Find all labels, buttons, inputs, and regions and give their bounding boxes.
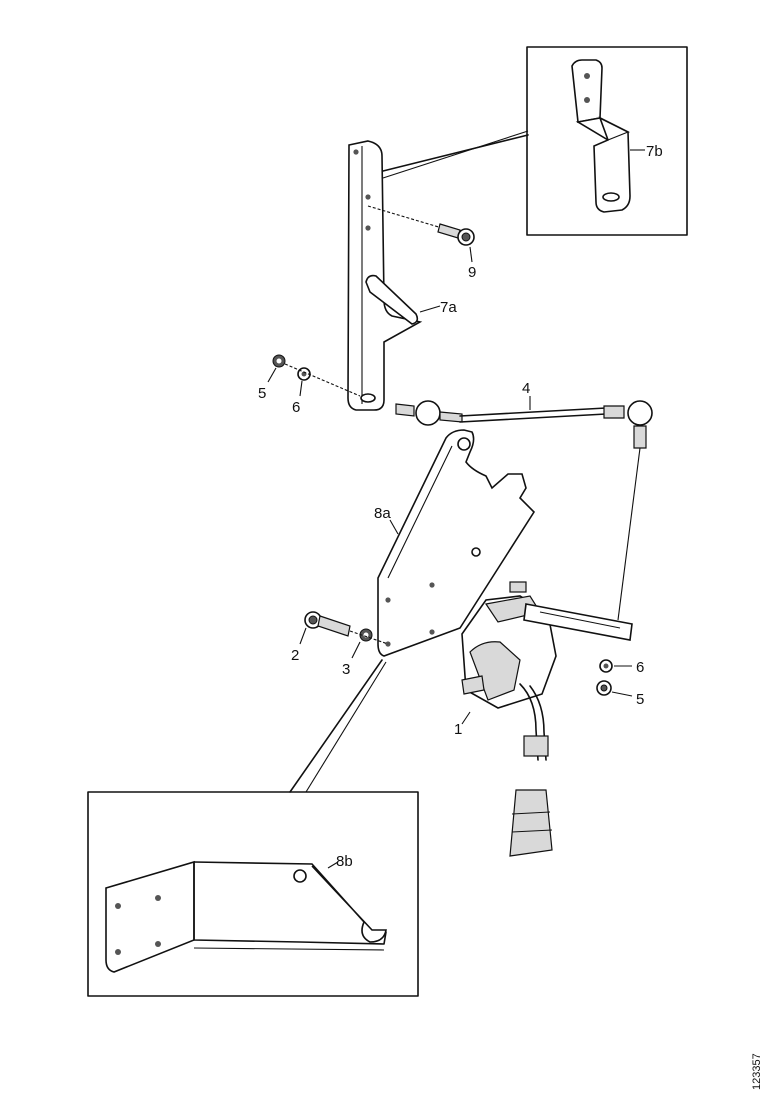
figure-reference-number: 123357 — [751, 1053, 763, 1090]
callout-7b: 7b — [646, 143, 663, 160]
callout-6-lower: 6 — [636, 659, 644, 676]
sensor-cable — [519, 683, 539, 761]
callout-5-upper: 5 — [258, 385, 266, 402]
bolt-2 — [304, 611, 351, 637]
sensor-arm — [523, 603, 633, 641]
callout-9: 9 — [468, 264, 476, 281]
inset-7b-frame — [526, 46, 688, 236]
inset-8b-connector — [289, 659, 383, 793]
bracket-7a — [347, 140, 423, 411]
leader-3 — [351, 641, 361, 659]
nut-5-upper — [272, 354, 286, 368]
level-sensor-1 — [461, 581, 633, 857]
inset-7b: 7b — [382, 46, 688, 236]
leader-5-lower — [611, 691, 633, 697]
callout-2: 2 — [291, 647, 299, 664]
bolt-9 — [367, 205, 475, 246]
link-rod-4 — [395, 400, 653, 621]
callout-5-lower: 5 — [636, 691, 644, 708]
leader-5-upper — [267, 367, 277, 383]
leader-6-upper — [299, 380, 303, 397]
inset-7b-connector — [382, 134, 529, 172]
slot-7a — [365, 274, 419, 325]
leader-7a — [419, 305, 441, 313]
callout-3: 3 — [342, 661, 350, 678]
bracket-8a — [377, 429, 536, 657]
callout-6-upper: 6 — [292, 399, 300, 416]
inset-8b-frame — [87, 791, 419, 997]
callout-8b: 8b — [336, 853, 353, 870]
bracket-8b-detail — [105, 860, 387, 973]
bracket-7b-detail — [571, 59, 631, 213]
nut-5-lower — [596, 680, 612, 696]
leader-2 — [299, 627, 307, 645]
leader-1 — [461, 711, 471, 725]
washer-6-lower — [599, 659, 613, 673]
inset-8b: 8b — [87, 659, 419, 997]
leader-9 — [469, 246, 473, 263]
callout-7a: 7a — [440, 299, 457, 316]
leader-8b — [327, 861, 339, 869]
leader-8a — [389, 519, 399, 535]
callout-4: 4 — [522, 380, 530, 397]
sensor-connector — [509, 789, 553, 857]
callout-8a: 8a — [374, 505, 391, 522]
callout-1: 1 — [454, 721, 462, 738]
